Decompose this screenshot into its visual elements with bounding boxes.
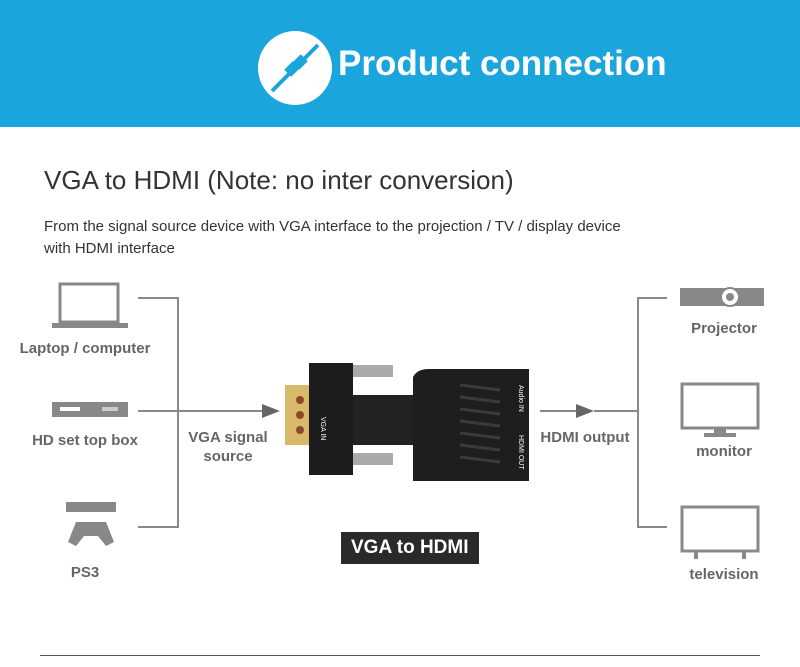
television-icon — [680, 505, 760, 559]
vga-in-port-label: VGA IN — [319, 417, 326, 440]
arrow-right-icon — [576, 404, 594, 418]
description-line-1: From the signal source device with VGA i… — [44, 218, 621, 235]
description-line-2: with HDMI interface — [44, 240, 175, 257]
banner-title: Product connection — [338, 44, 667, 83]
product-badge: VGA to HDMI — [341, 532, 479, 564]
output-label-projector: Projector — [691, 320, 757, 337]
divider — [40, 655, 760, 656]
input-label-line-1: VGA signal — [188, 429, 268, 446]
laptop-icon — [52, 282, 128, 328]
output-label-monitor: monitor — [696, 443, 752, 460]
projector-icon — [680, 287, 764, 307]
ps3-console-icon — [66, 502, 116, 546]
arrow-right-icon — [262, 404, 280, 418]
audio-in-port-label: Audio IN — [517, 385, 524, 412]
source-label-laptop: Laptop / computer — [19, 340, 151, 357]
input-label-line-2: source — [203, 448, 253, 465]
output-label: HDMI output — [540, 429, 630, 446]
page-heading: VGA to HDMI (Note: no inter conversion) — [44, 165, 514, 195]
monitor-icon — [680, 382, 760, 437]
source-label-ps3: PS3 — [70, 564, 100, 581]
output-label-television: television — [689, 566, 759, 583]
hdmi-out-port-label: HDMI OUT — [517, 435, 524, 470]
vga-to-hdmi-adapter-image: VGA IN Audio IN HDMI OUT — [285, 363, 529, 481]
set-top-box-icon — [52, 402, 128, 417]
source-label-set-top-box: HD set top box — [32, 432, 138, 449]
header-banner: Product connection — [0, 0, 800, 127]
connector-plug-icon — [258, 31, 332, 105]
